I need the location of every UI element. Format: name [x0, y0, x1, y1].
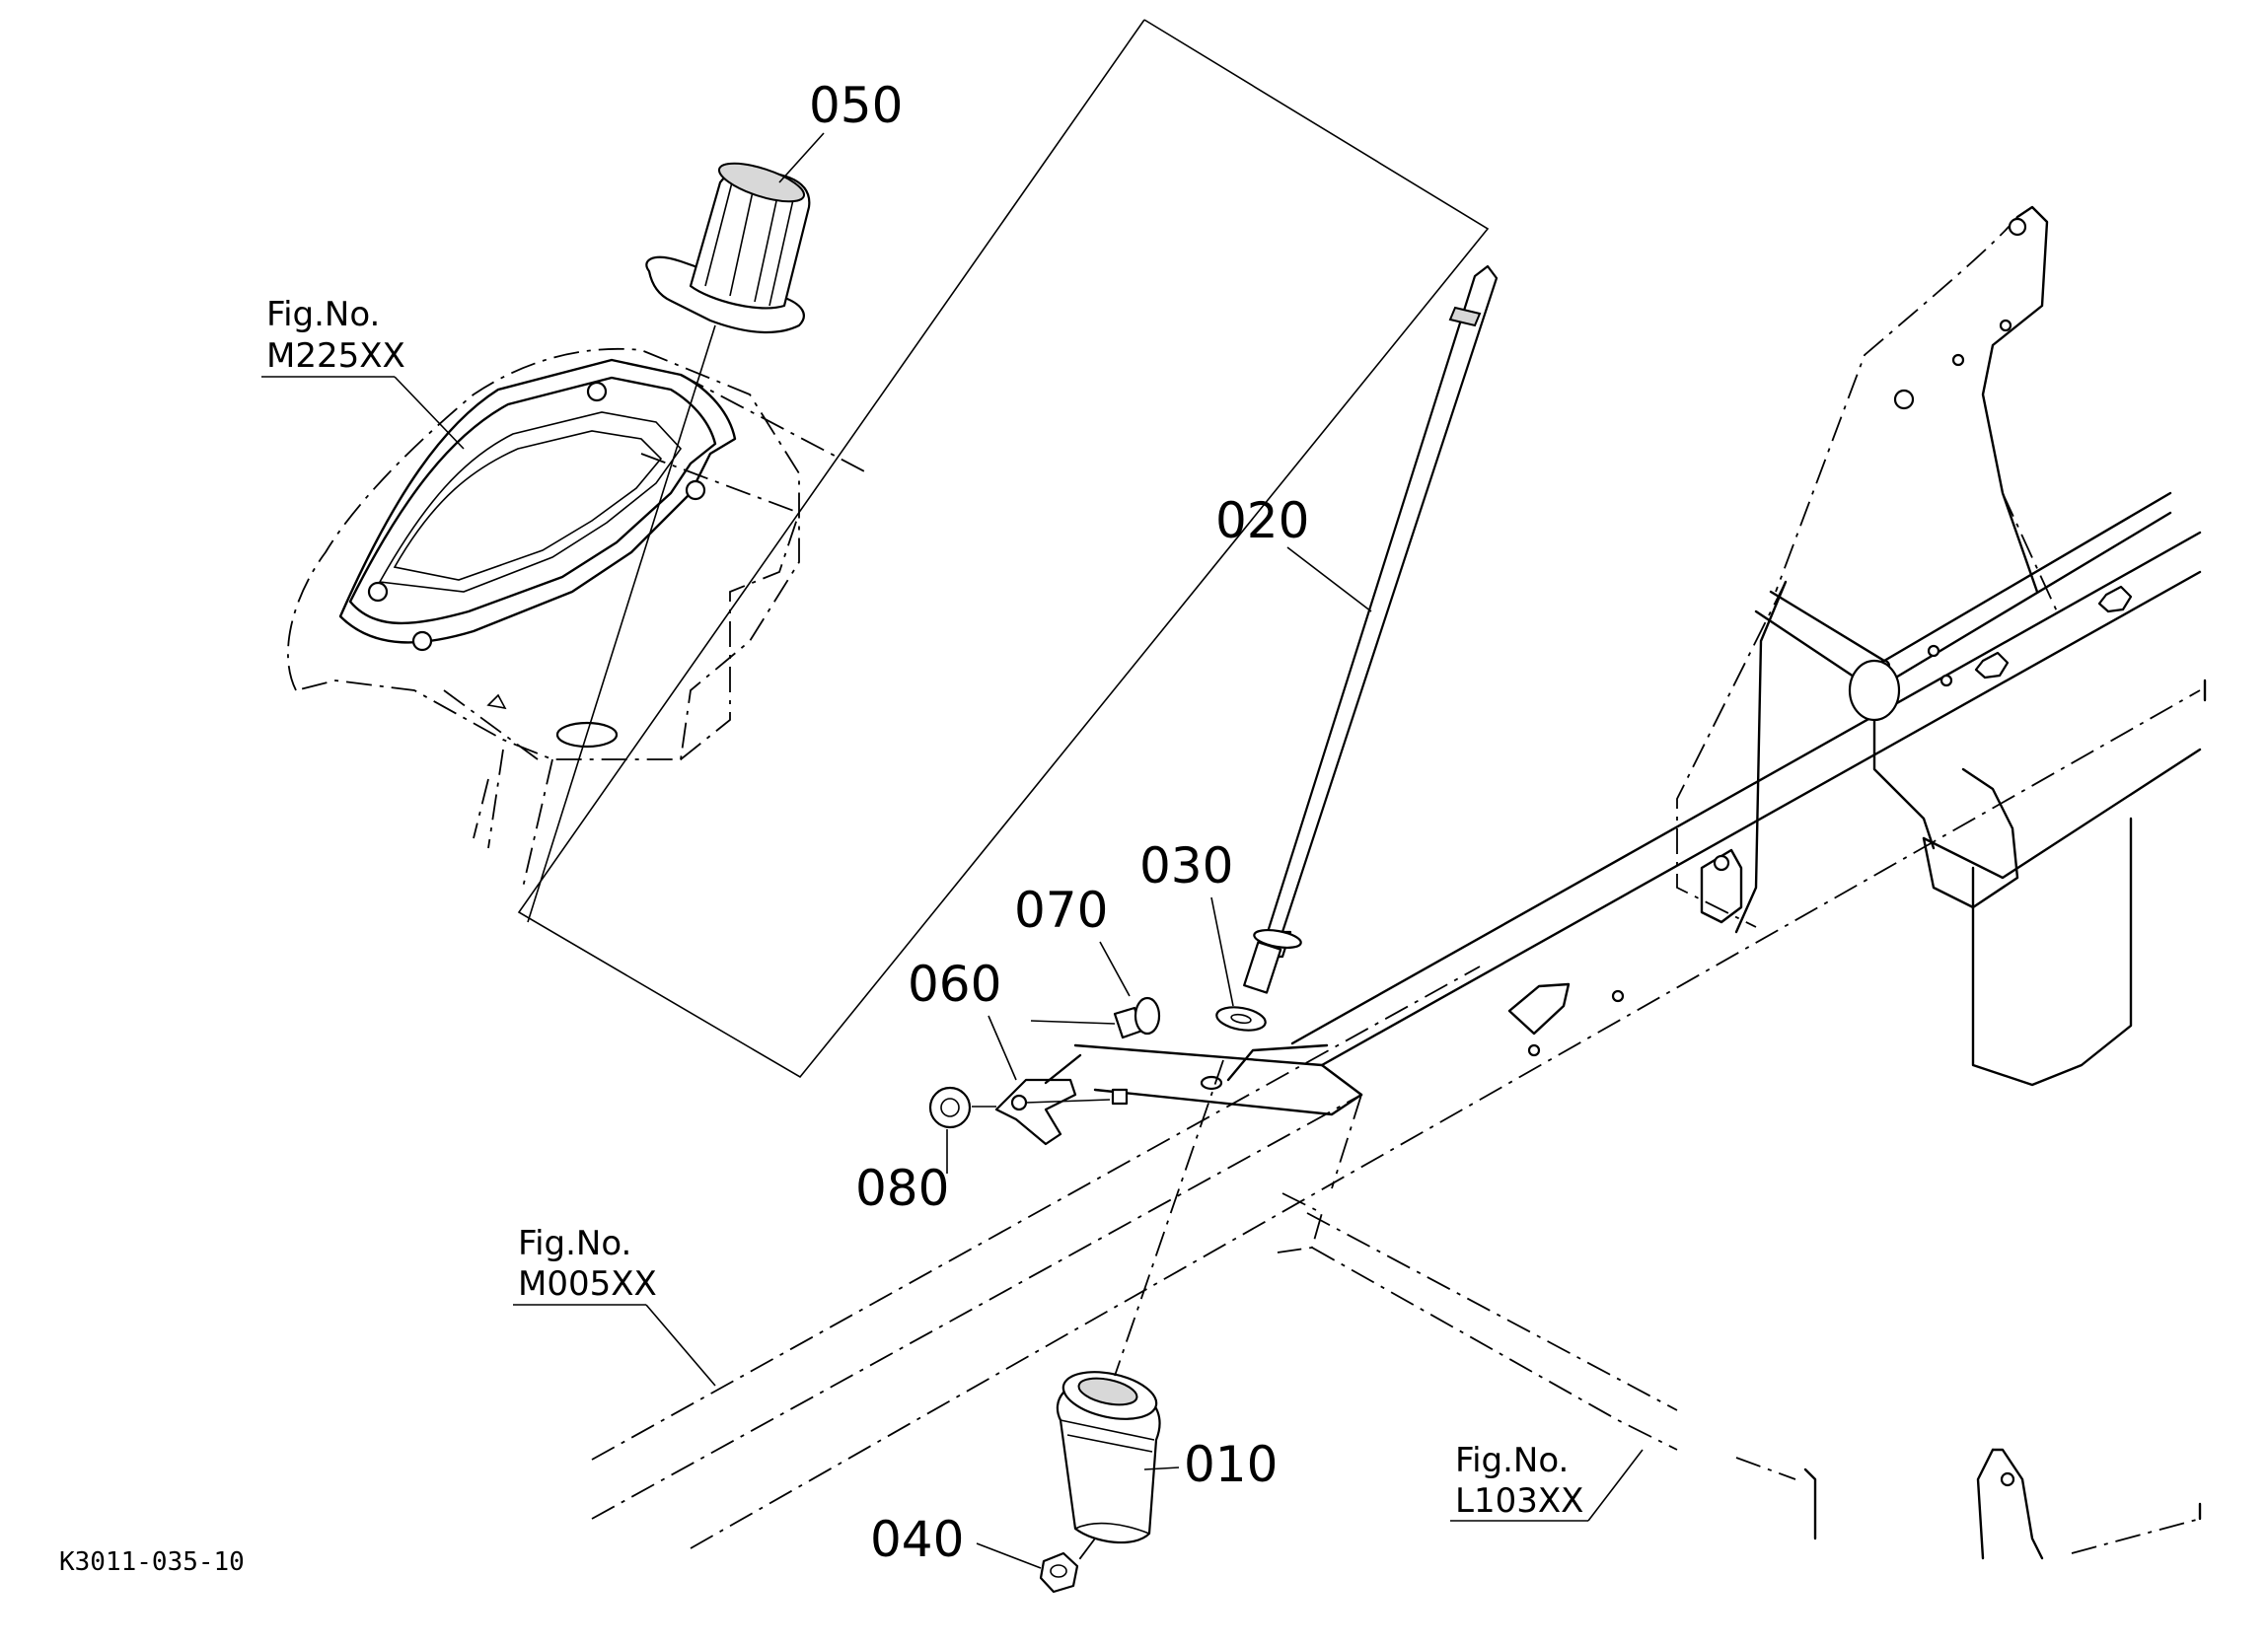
callout-060: 060	[908, 956, 1001, 1013]
part-020-dipstick	[1243, 264, 1499, 994]
part-010-oil-filter	[1056, 1059, 1224, 1579]
part-040-nut	[1039, 1551, 1079, 1594]
callout-080: 080	[855, 1160, 949, 1217]
figure-ref-number[interactable]: M225XX	[266, 336, 405, 376]
leader-lines	[261, 132, 1644, 1569]
figure-ref-label: Fig.No.	[266, 295, 380, 334]
callout-020: 020	[1215, 492, 1309, 549]
dashboard-reference-part	[287, 347, 869, 889]
figure-ref-label: Fig.No.	[1455, 1441, 1569, 1480]
diagram-code: K3011-035-10	[59, 1547, 245, 1577]
figure-ref-m225xx[interactable]: Fig.No. M225XX	[266, 295, 405, 376]
figure-ref-m005xx[interactable]: Fig.No. M005XX	[518, 1224, 657, 1304]
figure-ref-number[interactable]: L103XX	[1455, 1481, 1583, 1521]
callout-070: 070	[1014, 882, 1108, 939]
part-080-nut	[928, 1086, 996, 1129]
assembly-plane-outline	[517, 19, 1490, 1079]
part-050-knob	[527, 162, 811, 923]
callout-050: 050	[809, 77, 903, 134]
part-030-washer	[1215, 1006, 1267, 1032]
figure-ref-label: Fig.No.	[518, 1224, 631, 1263]
callout-040: 040	[870, 1511, 964, 1568]
part-060-bracket	[994, 1078, 1111, 1146]
part-070-bolt	[1030, 996, 1161, 1039]
figure-ref-l103xx[interactable]: Fig.No. L103XX	[1455, 1441, 1583, 1521]
callout-010: 010	[1184, 1436, 1278, 1493]
callout-030: 030	[1139, 837, 1233, 895]
figure-ref-number[interactable]: M005XX	[518, 1264, 657, 1304]
chassis-frame	[591, 205, 2207, 1560]
